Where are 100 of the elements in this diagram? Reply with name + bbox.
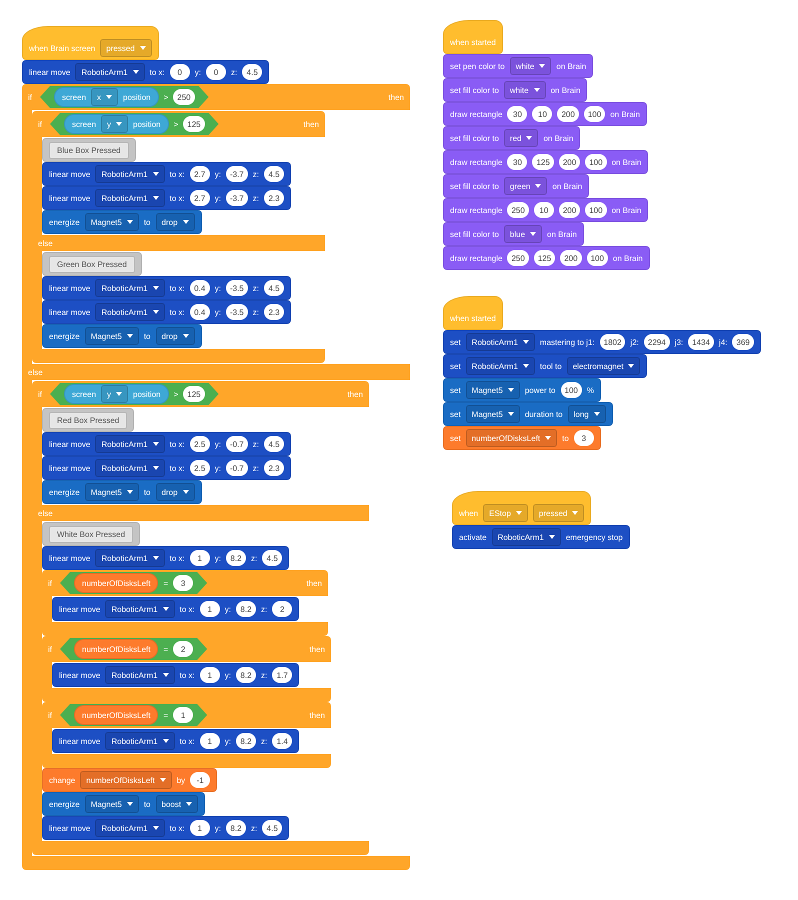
block-label: when started: [450, 38, 496, 46]
block-label: on Brain: [610, 110, 640, 118]
dropdown: drop: [156, 327, 195, 345]
block-label: y:: [194, 68, 201, 76]
block-label: to x:: [150, 68, 165, 76]
number-input: 100: [585, 154, 607, 170]
block-label: set: [450, 362, 461, 370]
number-input: 1: [200, 733, 220, 749]
block-label: on Brain: [543, 134, 574, 142]
code-block: [443, 330, 761, 354]
block-label: >: [174, 120, 178, 128]
block-label: on Brain: [547, 230, 577, 238]
number-input: 250: [507, 202, 529, 218]
block-label: j4:: [718, 338, 728, 346]
comment-text: Green Box Pressed: [49, 256, 135, 272]
code-block: [42, 768, 218, 792]
block-label: duration to: [524, 410, 563, 418]
block-label: to x:: [170, 308, 185, 316]
block-label: to: [144, 488, 150, 496]
number-input: 1: [200, 667, 220, 683]
block-label: then: [309, 644, 325, 654]
block-label: linear move: [59, 736, 100, 746]
block-label: z:: [252, 308, 259, 316]
number-input: 100: [584, 106, 606, 122]
block-label: linear move: [59, 604, 100, 614]
block-label: y:: [214, 554, 221, 562]
block-label: if: [48, 578, 52, 588]
block-label: on Brain: [552, 182, 582, 190]
number-input: 2.3: [264, 190, 284, 206]
code-block: [42, 210, 202, 234]
if-else-block: [32, 381, 369, 855]
number-input: 2: [272, 601, 292, 617]
number-input: 1802: [600, 334, 626, 350]
block-label: on Brain: [612, 254, 643, 262]
number-input: 4.5: [264, 436, 284, 452]
code-block: [443, 78, 588, 102]
number-input: 1: [173, 707, 194, 723]
block-label: when: [459, 508, 478, 518]
number-input: 0: [170, 64, 190, 80]
number-input: 2.7: [190, 190, 210, 206]
block-label: =: [163, 644, 168, 654]
code-block: [42, 186, 291, 210]
dropdown: Magnet5: [466, 381, 520, 399]
dropdown: RoboticArm1: [75, 63, 145, 81]
dropdown: RoboticArm1: [105, 600, 175, 618]
block-label: if: [48, 710, 52, 720]
comment-text: Red Box Pressed: [49, 412, 128, 428]
block-label: linear move: [49, 440, 90, 448]
dropdown: Magnet5: [466, 405, 520, 423]
block-label: z:: [260, 736, 268, 746]
dropdown: drop: [156, 483, 195, 501]
comment-text: Blue Box Pressed: [49, 142, 129, 158]
block-label: y:: [214, 308, 221, 316]
block-label: set pen color to: [450, 62, 505, 70]
dropdown: RoboticArm1: [95, 165, 165, 183]
number-input: 1: [200, 601, 220, 617]
number-input: 2.7: [190, 166, 210, 182]
number-input: -0.7: [226, 460, 248, 476]
number-input: 8.2: [236, 733, 256, 749]
number-input: 100: [586, 250, 608, 266]
block-label: to x:: [170, 554, 185, 562]
number-input: 100: [585, 202, 607, 218]
comment-block: [42, 522, 140, 546]
block-label: to x:: [170, 284, 185, 292]
block-label: to x:: [170, 194, 185, 202]
dropdown: RoboticArm1: [466, 333, 535, 351]
dropdown: pressed: [532, 504, 584, 522]
block-label: on Brain: [612, 158, 642, 166]
block-label: if: [28, 92, 32, 102]
block-label: if: [38, 390, 42, 398]
code-block: [443, 174, 590, 198]
block-label: mastering to j1:: [540, 338, 595, 346]
block-label: by: [176, 776, 186, 784]
if-else-block: [22, 84, 410, 870]
block-label: if: [48, 644, 52, 654]
block-label: to x:: [180, 736, 195, 746]
number-input: -3.5: [226, 304, 248, 320]
block-label: activate: [459, 532, 487, 542]
block-label: numberOfDisksLeft: [82, 710, 150, 720]
block-label: linear move: [49, 554, 90, 562]
dropdown: Magnet5: [84, 483, 139, 501]
if-block: [42, 702, 331, 768]
number-input: 10: [534, 202, 554, 218]
block-label: z:: [252, 194, 259, 202]
block-label: then: [347, 390, 363, 398]
number-input: 8.2: [226, 820, 246, 836]
number-input: -3.7: [226, 166, 248, 182]
dropdown: y: [101, 115, 128, 133]
block-label: screen: [72, 390, 96, 398]
dropdown: RoboticArm1: [95, 303, 165, 321]
number-input: 3: [574, 430, 594, 446]
number-input: 1.7: [272, 667, 292, 683]
dropdown: x: [91, 88, 118, 106]
number-input: 3: [173, 575, 194, 591]
block-label: else: [28, 368, 43, 376]
block-label: when Brain screen: [29, 44, 96, 52]
number-input: 200: [560, 250, 582, 266]
number-input: 1: [190, 550, 210, 566]
block-label: to x:: [170, 824, 185, 832]
block-label: y:: [224, 604, 231, 614]
